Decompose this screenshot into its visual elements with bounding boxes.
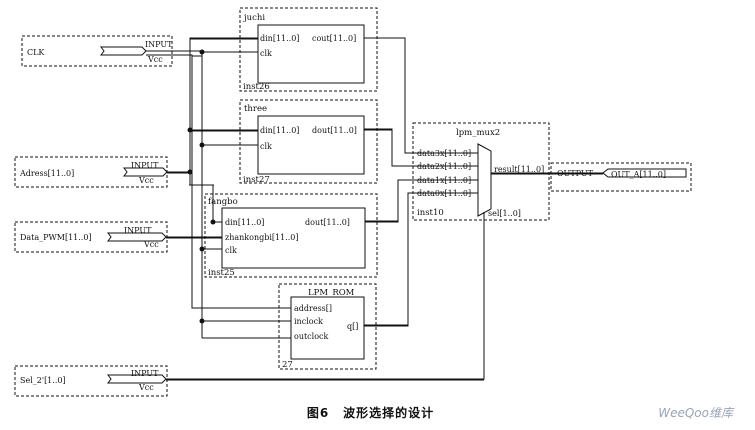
input-clk-name: CLK (27, 48, 45, 57)
juchi-inst: inst26 (243, 82, 270, 92)
fangbo-title: fangbo (208, 197, 238, 207)
mux-pin-result: result[11..0] (494, 165, 544, 174)
output-name: OUT_A[11..0] (611, 170, 666, 179)
block-juchi (239, 7, 378, 92)
figure-caption: 图6 波形选择的设计 (0, 404, 755, 421)
three-inst: inst27 (243, 175, 270, 185)
fangbo-pin-out: dout[11..0] (305, 218, 350, 227)
watermark-logo: WeeQoo维库 (658, 406, 733, 420)
juchi-pin-clk: clk (260, 49, 272, 58)
figure-number: 图6 (306, 406, 330, 420)
mux-pin-sel: sel[1..0] (488, 209, 521, 218)
wires (146, 37, 603, 381)
junction-dots (187, 49, 216, 324)
input-data-pwm-vcc: Vcc (143, 240, 159, 249)
input-clk-vcc: Vcc (147, 55, 163, 64)
fangbo-pin-clk: clk (225, 246, 237, 255)
juchi-title: juchi (243, 13, 265, 23)
mux-pin-data2: data2x[11..0] (417, 162, 471, 171)
rom-pin-q: q[] (347, 322, 358, 331)
rom-title: LPM_ROM (308, 288, 355, 298)
rom-pin-address: address[] (294, 304, 332, 313)
fangbo-pin-zhankongbi: zhankongbi[11..0] (225, 233, 299, 242)
fangbo-pin-din: din[11..0] (225, 218, 264, 227)
juchi-pin-din: din[11..0] (260, 34, 299, 43)
input-clk-type: INPUT (145, 40, 173, 49)
mux-pin-data1: data1x[11..0] (417, 176, 471, 185)
input-sel-name: Sel_2'[1..0] (20, 376, 66, 385)
rom-inst: 27 (282, 360, 293, 370)
input-sel-vcc: Vcc (138, 383, 154, 392)
input-adress-type: INPUT (131, 161, 159, 170)
input-data-pwm-name: Data_PWM[11..0] (20, 233, 92, 242)
rom-pin-outclock: outclock (294, 332, 329, 341)
rom-pin-inclock: inclock (294, 317, 323, 326)
input-adress-name: Adress[11..0] (19, 169, 74, 178)
mux-inst: inst10 (417, 208, 444, 218)
input-adress-vcc: Vcc (138, 176, 154, 185)
input-pin-sel (14, 365, 168, 397)
mux-pin-data3: data3x[11..0] (417, 149, 471, 158)
input-data-pwm-type: INPUT (124, 226, 152, 235)
output-type: OUTPUT (557, 169, 594, 178)
block-lpm-rom (278, 283, 377, 370)
mux-pin-data0: data0x[11..0] (417, 189, 471, 198)
three-pin-din: din[11..0] (260, 126, 299, 135)
three-title: three (244, 104, 267, 114)
input-sel-type: INPUT (131, 369, 159, 378)
three-pin-clk: clk (260, 142, 272, 151)
three-pin-out: dout[11..0] (312, 126, 357, 135)
mux-title: lpm_mux2 (456, 128, 500, 138)
fangbo-inst: inst25 (208, 268, 235, 278)
figure-text: 波形选择的设计 (343, 406, 435, 420)
output-pin-out-a (550, 162, 692, 192)
block-lpm-mux2 (412, 122, 550, 221)
juchi-pin-out: cout[11..0] (312, 34, 356, 43)
